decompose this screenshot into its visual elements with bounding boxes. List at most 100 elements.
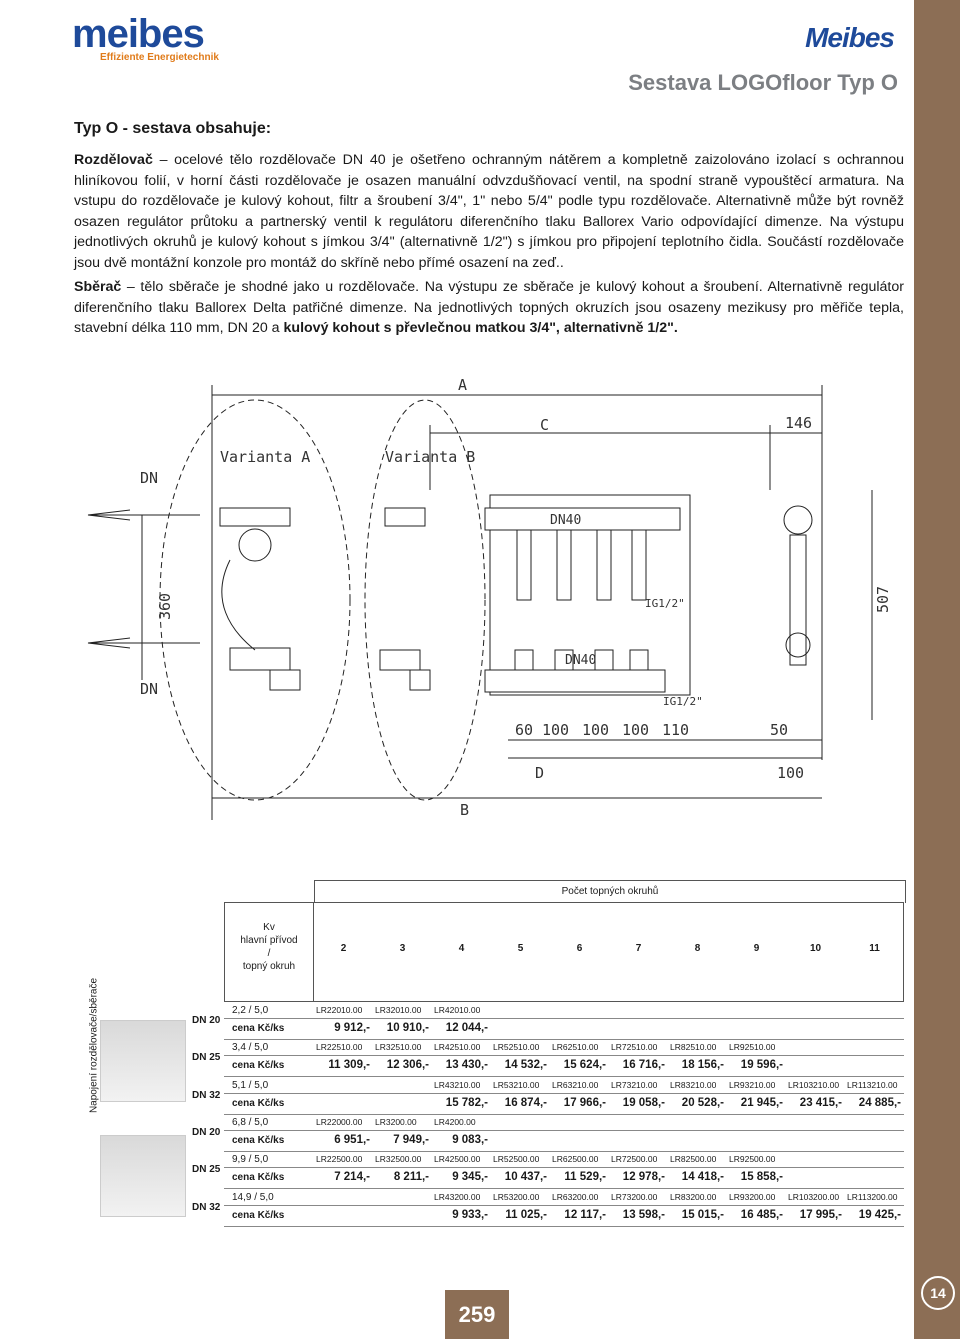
page-number: 259 [445,1290,509,1339]
product-image-bottom [100,1135,186,1217]
column-header: 10 [809,943,822,954]
row-divider [224,1055,904,1057]
price-value: 16 485,- [740,1208,783,1221]
side-brown-bar [914,0,960,1339]
price-value: 10 910,- [386,1022,429,1034]
price-value: 19 596,- [740,1059,783,1072]
table-group-header: Počet topných okruhů [314,880,906,903]
article-code: LR72510.00 [611,1042,658,1053]
price-label: cena Kč/ks [232,1209,285,1221]
row-divider [224,1150,904,1152]
column-header: 8 [694,943,701,954]
dn-bottom-label: DN [140,680,158,698]
article-code: LR53200.00 [493,1191,540,1202]
kv-value: 3,4 / 5,0 [232,1042,269,1054]
article-code: LR63210.00 [552,1079,599,1090]
row-divider [224,1113,904,1115]
column-header: 11 [869,943,880,954]
dim-c-label: C [540,416,549,434]
dn-label: DN 20 [192,1015,221,1026]
logo-tagline: Effiziente Energietechnik [100,52,219,63]
column-header: 6 [576,943,583,954]
price-label: cena Kč/ks [232,1172,285,1184]
price-value: 24 885,- [858,1096,901,1109]
article-code: LR42010.00 [434,1005,481,1015]
variant-b-label: Varianta B [385,448,475,466]
article-code: LR83210.00 [670,1079,717,1090]
price-value: 16 874,- [504,1096,547,1109]
dim-b-label: B [460,801,469,819]
article-code: LR103200.00 [788,1191,840,1202]
side-label: Napojení rozdělovače/sběrače [88,977,100,1114]
price-value: 10 437,- [504,1171,547,1184]
dn-label: DN 32 [192,1089,221,1101]
term-distributor: Rozdělovač [74,152,153,168]
table-kv-header: Kv hlavní přívod / topný okruh [224,902,314,1002]
article-code: LR3200.00 [375,1116,417,1127]
article-code: LR113200.00 [847,1191,898,1202]
spacing-label-5: 110 [662,721,689,739]
article-code: LR42500.00 [434,1154,481,1165]
price-value: 9 912,- [334,1022,370,1034]
ig-top-label: IG1/2" [645,597,685,610]
column-header: 4 [458,943,465,954]
article-code: LR53210.00 [493,1079,540,1090]
dn40-top-label: DN40 [550,513,581,528]
row-divider [224,1188,904,1190]
dim-507-label: 507 [874,586,892,613]
spacing-label-1: 60 [515,721,533,739]
logo-wordmark: meibes [72,12,205,56]
technical-drawing: A C 146 Varianta A Varianta B DN DN DN40… [87,376,892,820]
description-text: Rozdělovač – ocelové tělo rozdělovače DN… [74,150,904,343]
article-code: LR93200.00 [729,1191,776,1202]
column-header: 2 [340,943,347,954]
price-table: Počet topných okruhů Kv hlavní přívod / … [74,880,906,1230]
dn-label: DN 25 [192,1052,221,1064]
price-value: 20 528,- [681,1096,724,1109]
article-code: LR32510.00 [375,1042,422,1053]
dn40-bottom-label: DN40 [565,653,596,668]
dim-360-label: 360 [156,593,174,620]
article-code: LR62500.00 [552,1154,599,1165]
chapter-number: 14 [921,1276,955,1310]
row-divider [224,1039,904,1040]
price-value: 6 951,- [334,1133,370,1146]
dim-a-label: A [458,376,467,394]
price-label: cena Kč/ks [232,1060,285,1072]
article-code: LR73210.00 [611,1079,658,1090]
article-code: LR92500.00 [729,1154,776,1165]
row-divider [224,1225,904,1227]
article-code: LR42510.00 [434,1042,481,1053]
price-value: 19 425,- [858,1208,901,1221]
kv-value: 14,9 / 5,0 [232,1191,274,1203]
row-divider [224,1129,904,1131]
price-value: 12 306,- [386,1059,429,1072]
article-code: LR82510.00 [670,1042,717,1053]
column-header: 7 [635,943,642,954]
paragraph-collector-bold: kulový kohout s převlečnou matkou 3/4", … [283,320,678,336]
article-code: LR43200.00 [434,1191,481,1202]
ig-bottom-label: IG1/2" [663,695,703,708]
price-value: 13 430,- [445,1059,488,1072]
page-header-title: Sestava LOGOfloor Typ O [628,70,898,95]
meibes-logo: meibes Effiziente Energietechnik [72,14,219,63]
price-value: 12 117,- [564,1208,606,1221]
row-divider [224,1167,904,1169]
kv-value: 6,8 / 5,0 [232,1116,269,1128]
article-code: LR22000.00 [316,1116,363,1127]
article-code: LR22500.00 [316,1154,363,1165]
row-divider [224,1204,904,1206]
price-value: 15 624,- [563,1059,606,1072]
price-value: 11 529,- [564,1171,606,1184]
row-divider [224,1018,904,1019]
price-value: 17 995,- [799,1208,842,1221]
term-collector: Sběrač [74,279,122,295]
price-value: 12 044,- [445,1022,488,1034]
dn-label: DN 32 [192,1201,221,1213]
section-title: Typ O - sestava obsahuje: [74,120,272,137]
price-value: 11 309,- [328,1059,370,1072]
price-value: 19 058,- [622,1096,665,1109]
price-value: 7 949,- [393,1133,429,1146]
dim-100-label: 100 [777,764,804,782]
product-image-top [100,1020,186,1102]
